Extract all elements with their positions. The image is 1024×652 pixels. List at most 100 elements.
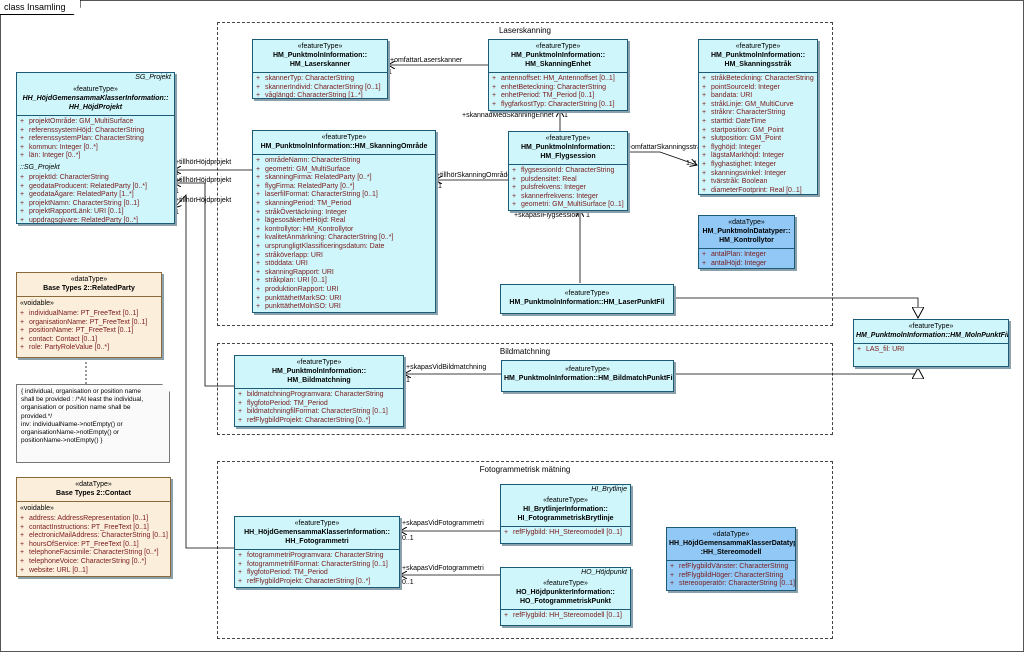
attribute-text: antalPlan: Integer xyxy=(711,251,766,258)
class-name: Base Types 2::RelatedParty xyxy=(43,285,135,292)
stereotype: «dataType» xyxy=(728,219,765,226)
attribute-text: skanningsvinkel: Integer xyxy=(711,169,787,177)
attribute-text: hoursOfService: PT_FreeText [0..1] xyxy=(29,540,139,548)
attribute-text: referenssystemPlan: CharacterString xyxy=(29,135,144,143)
class-skanningstrak[interactable]: «featureType» HM_PunktmolnInformation:: … xyxy=(698,39,818,195)
attribute-row: +address: AddressRepresentation [0..1] xyxy=(20,515,167,524)
attribute-row: +kommun: Integer [0..*] xyxy=(20,144,171,153)
constraint-note[interactable]: { individual, organisation or position n… xyxy=(16,384,170,463)
attribute-row: +telephoneVoice: CharacterString [0..*] xyxy=(20,558,167,567)
public-visibility-icon: + xyxy=(702,178,707,186)
attribute-row: +flygfotoPeriod: TM_Period xyxy=(238,400,400,409)
public-visibility-icon: + xyxy=(702,109,707,117)
attribute-row: +bandata: URI xyxy=(702,92,814,101)
attribute-text: tvärstråk: Boolean xyxy=(711,178,768,186)
class-header: «dataType» Base Types 2::RelatedParty xyxy=(17,273,161,297)
class-stereomodell[interactable]: «dataType» HH_HöjdGemensammaKlasserDatat… xyxy=(666,527,796,591)
attribute-text: flygsessionId: CharacterString xyxy=(521,167,615,174)
attribute-text: skannerIndivid: CharacterString [0..1] xyxy=(265,83,381,91)
attribute-text: pulsdensitet: Real xyxy=(521,175,577,183)
class-bildmatchpunktfil[interactable]: «featureType» HM_PunktmolnInformation::H… xyxy=(501,360,674,392)
attribute-text: electronicMailAddress: CharacterString [… xyxy=(29,532,168,540)
attribute-row: +geometri: GM_MultiSurface [0..1] xyxy=(512,201,624,210)
label-mult: 1..* xyxy=(686,160,697,167)
class-skanningenhet[interactable]: «featureType» HM_PunktmolnInformation:: … xyxy=(488,39,628,111)
public-visibility-icon: + xyxy=(20,199,25,207)
class-kontrollytor[interactable]: «dataType» HM_PunktmolnDatatyper:: HM_Ko… xyxy=(698,215,795,269)
public-visibility-icon: + xyxy=(256,277,261,285)
class-flygsession[interactable]: «featureType» HM_PunktmolnInformation:: … xyxy=(508,131,628,211)
public-visibility-icon: + xyxy=(20,182,25,190)
stereotype: «featureType» xyxy=(543,497,588,504)
attribute-text: kontrollytor: HM_Kontrollytor xyxy=(265,225,354,233)
attribute-text: ursprungligtKlassificeringsdatum: Date xyxy=(265,242,385,250)
public-visibility-icon: + xyxy=(238,569,243,577)
package-fotogrammetri[interactable]: Fotogrammetrisk mätning xyxy=(217,461,833,639)
class-bildmatchning[interactable]: «featureType» HM_PunktmolnInformation:: … xyxy=(234,355,404,427)
public-visibility-icon: + xyxy=(256,294,261,302)
public-visibility-icon: + xyxy=(20,540,25,548)
public-visibility-icon: + xyxy=(20,208,25,216)
attribute-row: +refFlygbild: HH_Stereomodell [0..1] xyxy=(504,612,627,621)
attribute-list: +antennoffset: HM_Antennoffset [0..1]+en… xyxy=(489,73,627,110)
public-visibility-icon: + xyxy=(492,100,497,108)
package-title: Laserskanning xyxy=(498,26,552,35)
attribute-text: flygfotoPeriod: TM_Period xyxy=(247,569,328,577)
note-line: { individual, organisation or position n… xyxy=(21,388,141,395)
class-name: HM_Skanningsstråk xyxy=(724,61,792,68)
attribute-text: projektId: CharacterString xyxy=(29,173,109,181)
attribute-row: +positionName: PT_FreeText [0..1] xyxy=(20,327,158,336)
attribute-text: refFlygbildProjekt: CharacterString [0..… xyxy=(247,416,371,424)
class-relatedparty[interactable]: «dataType» Base Types 2::RelatedParty «v… xyxy=(16,272,162,358)
attribute-text: geometri: GM_MultiSurface [0..1] xyxy=(521,201,624,209)
attribute-list: +projektOmråde: GM_MultiSurface+referens… xyxy=(17,116,174,163)
public-visibility-icon: + xyxy=(492,92,497,100)
attribute-row: +startposition: GM_Point xyxy=(702,127,814,136)
public-visibility-icon: + xyxy=(512,184,517,192)
attribute-list: +individualName: PT_FreeText [0..1]+orga… xyxy=(17,310,161,355)
public-visibility-icon: + xyxy=(20,344,25,352)
public-visibility-icon: + xyxy=(256,285,261,293)
attribute-row: +contactInstructions: PT_FreeText [0..1] xyxy=(20,524,167,533)
attribute-text: website: URL [0..1] xyxy=(29,566,88,574)
attribute-row: +pulsfrekvens: Integer xyxy=(512,184,624,193)
attribute-row: +fotogrammetrifilFormat: CharacterString… xyxy=(238,561,396,570)
public-visibility-icon: + xyxy=(670,571,675,579)
package-laserskanning[interactable]: Laserskanning xyxy=(217,22,833,326)
public-visibility-icon: + xyxy=(256,208,261,216)
attribute-row: +flyghöjd: Integer xyxy=(702,144,814,153)
label-tillhor-skanningomrade: +tillhörSkanningOmråde xyxy=(436,172,512,179)
attribute-text: skannerTyp: CharacterString xyxy=(265,75,355,82)
class-name: HI_BrytlinjerInformation:: xyxy=(523,506,608,513)
public-visibility-icon: + xyxy=(504,529,509,536)
attribute-text: flyghöjd: Integer xyxy=(711,143,761,151)
class-hojdpunkt[interactable]: HO_Höjdpunkt «featureType» HO_Höjdpunkte… xyxy=(500,567,631,626)
package-bildmatchning[interactable]: Bildmatchning xyxy=(217,343,833,435)
attribute-text: address: AddressRepresentation [0..1] xyxy=(29,515,149,522)
label-tillhor-hojdprojekt: +tillhörHöjdprojekt xyxy=(175,197,232,204)
class-fotogrammetri[interactable]: «featureType» HH_HöjdGemensammaKlasserIn… xyxy=(234,516,400,588)
public-visibility-icon: + xyxy=(702,152,707,160)
attribute-row: +slutposition: GM_Point xyxy=(702,135,814,144)
attribute-text: refFlygbild: HH_Stereomodell [0..1] xyxy=(513,529,622,536)
public-visibility-icon: + xyxy=(256,75,261,82)
label-tillhor-hojdprojekt: +tillhörHöjdprojekt xyxy=(175,159,232,166)
public-visibility-icon: + xyxy=(702,186,707,194)
class-hojdprojekt[interactable]: SG_Projekt «featureType» HH_HöjdGemensam… xyxy=(16,72,175,224)
class-laserskanner[interactable]: «featureType» HM_PunktmolnInformation:: … xyxy=(252,39,388,99)
class-skanningomrade[interactable]: «featureType» HM_PunktmolnInformation::H… xyxy=(252,130,436,313)
class-contact[interactable]: «dataType» Base Types 2::Contact «voidab… xyxy=(16,477,171,577)
public-visibility-icon: + xyxy=(702,117,707,125)
class-brytlinje[interactable]: HI_Brytlinje «featureType» HI_Brytlinjer… xyxy=(500,484,631,544)
class-name: HM_SkanningEnhet xyxy=(525,61,591,68)
public-visibility-icon: + xyxy=(702,135,707,143)
public-visibility-icon: + xyxy=(702,169,707,177)
class-header: «dataType» HH_HöjdGemensammaKlasserDatat… xyxy=(667,528,795,561)
attribute-row: +LAS_fil: URI xyxy=(857,346,1005,355)
class-header: «featureType» HM_PunktmolnInformation:: … xyxy=(253,40,387,73)
label-mult: 1 xyxy=(175,170,179,177)
attribute-list: +address: AddressRepresentation [0..1]+c… xyxy=(17,515,170,576)
class-laserpunktfil[interactable]: «featureType» HM_PunktmolnInformation::H… xyxy=(500,284,674,314)
attribute-text: kommun: Integer [0..*] xyxy=(29,143,98,151)
class-molnpunktfil[interactable]: «featureType» HM_PunktmolnInformation::H… xyxy=(853,319,1009,367)
